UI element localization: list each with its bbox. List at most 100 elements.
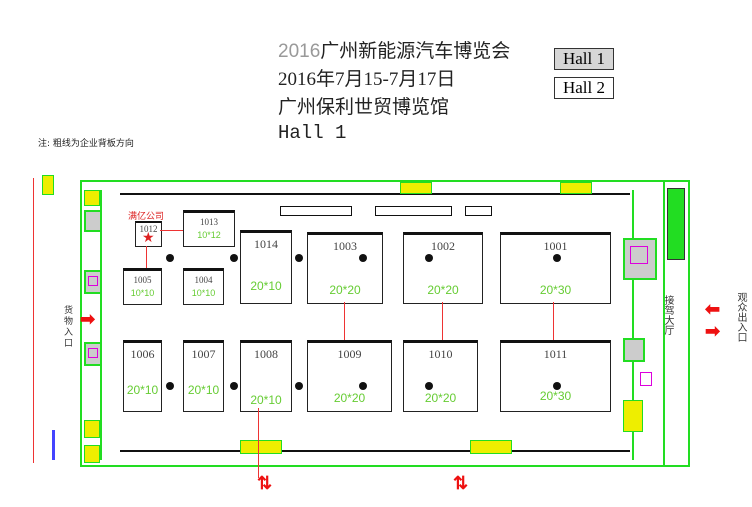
booth-1008[interactable]: 1008 20*10 bbox=[240, 340, 292, 412]
connector bbox=[258, 408, 259, 478]
booth-size: 20*30 bbox=[539, 283, 572, 297]
connector bbox=[442, 302, 443, 340]
outer-road-line bbox=[33, 178, 34, 463]
connector bbox=[553, 302, 554, 340]
hall-wall-left bbox=[80, 180, 82, 467]
booth-1010[interactable]: 1010 20*20 bbox=[403, 340, 478, 412]
booth-1001[interactable]: 1001 20*30 bbox=[500, 232, 611, 304]
title-year: 2016 bbox=[278, 41, 321, 62]
pillar bbox=[359, 382, 367, 390]
booth-id: 1013 bbox=[200, 217, 218, 227]
stairs bbox=[667, 188, 685, 260]
facility-box bbox=[623, 400, 643, 432]
facility-box bbox=[88, 276, 98, 286]
booth-size: 20*20 bbox=[424, 391, 457, 405]
facility-box bbox=[84, 420, 100, 438]
wall-segment bbox=[280, 206, 352, 216]
booth-size: 10*12 bbox=[197, 230, 221, 240]
connector bbox=[146, 246, 147, 268]
facility-box bbox=[84, 445, 100, 463]
booth-id: 1010 bbox=[428, 347, 453, 361]
hall-2-button[interactable]: Hall 2 bbox=[554, 77, 614, 99]
facility-box bbox=[623, 238, 657, 280]
hall-heading: Hall 1 bbox=[278, 122, 347, 144]
pillar bbox=[166, 382, 174, 390]
booth-size: 20*10 bbox=[250, 393, 282, 407]
pillar bbox=[230, 382, 238, 390]
inner-wall-right bbox=[632, 190, 634, 460]
booth-id: 1005 bbox=[133, 275, 152, 285]
booth-id: 1009 bbox=[337, 347, 362, 361]
booth-size: 20*10 bbox=[187, 383, 220, 397]
booth-id: 1003 bbox=[333, 239, 357, 253]
booth-1013[interactable]: 1013 10*12 bbox=[183, 210, 235, 247]
arrow-right-icon: ➡ bbox=[705, 321, 721, 341]
booth-size: 20*20 bbox=[333, 391, 366, 405]
booth-1003[interactable]: 1003 20*20 bbox=[307, 232, 383, 304]
facility-box bbox=[84, 210, 102, 232]
pillar bbox=[295, 254, 303, 262]
pillar bbox=[425, 254, 433, 262]
booth-1006[interactable]: 1006 20*10 bbox=[123, 340, 162, 412]
facility-box bbox=[42, 175, 54, 195]
facility-box bbox=[84, 190, 100, 206]
booth-id: 1014 bbox=[254, 237, 278, 251]
arrow-right-icon: ➡ bbox=[80, 309, 96, 329]
facility-box bbox=[630, 246, 648, 264]
facility-box bbox=[640, 372, 652, 386]
booth-size: 20*30 bbox=[539, 389, 572, 403]
hall-wall-top bbox=[80, 180, 690, 182]
exhibition-venue: 广州保利世贸博览馆 bbox=[278, 97, 450, 118]
arrow-left-icon: ⬅ bbox=[705, 299, 721, 319]
legend-note: 注: 粗线为企业背板方向 bbox=[38, 139, 134, 149]
booth-id: 1008 bbox=[254, 347, 278, 361]
booth-size: 20*20 bbox=[427, 283, 459, 297]
booth-1014[interactable]: 1014 20*10 bbox=[240, 230, 292, 304]
booth-1012[interactable]: 1012 ★ bbox=[135, 221, 162, 247]
company-label: 满亿公司 bbox=[128, 212, 165, 222]
lobby-wall bbox=[663, 180, 665, 467]
exhibition-dates: 2016年7月15-7月17日 bbox=[278, 69, 456, 90]
cargo-entrance-label: 货物入口 bbox=[64, 306, 74, 349]
pillar bbox=[553, 382, 561, 390]
booth-1005[interactable]: 1005 10*10 bbox=[123, 268, 162, 305]
connector bbox=[160, 230, 183, 231]
wall-segment bbox=[375, 206, 452, 216]
booth-id: 1006 bbox=[130, 347, 155, 361]
facility-box bbox=[470, 440, 512, 454]
hall-wall-right bbox=[688, 180, 690, 467]
booth-id: 1011 bbox=[543, 347, 568, 361]
door-marker bbox=[52, 430, 55, 460]
booth-id: 1002 bbox=[431, 239, 455, 253]
exhibition-title: 2016广州新能源汽车博览会 bbox=[278, 36, 510, 63]
booth-id: 1012 bbox=[139, 224, 158, 234]
connector bbox=[344, 302, 345, 340]
booth-1004[interactable]: 1004 10*10 bbox=[183, 268, 224, 305]
booth-1011[interactable]: 1011 20*30 bbox=[500, 340, 611, 412]
hall-1-button[interactable]: Hall 1 bbox=[554, 48, 614, 70]
pillar bbox=[230, 254, 238, 262]
facility-box bbox=[240, 440, 282, 454]
booth-id: 1004 bbox=[194, 275, 213, 285]
pillar bbox=[166, 254, 174, 262]
booth-size: 20*20 bbox=[329, 283, 361, 297]
booth-id: 1001 bbox=[543, 239, 568, 253]
booth-size: 10*10 bbox=[130, 288, 155, 298]
inner-wall-top bbox=[120, 193, 630, 195]
booth-size: 20*10 bbox=[250, 279, 282, 293]
booth-id: 1007 bbox=[191, 347, 216, 361]
facility-box bbox=[560, 182, 592, 194]
booth-size: 20*10 bbox=[126, 383, 159, 397]
pillar bbox=[553, 254, 561, 262]
booth-1002[interactable]: 1002 20*20 bbox=[403, 232, 483, 304]
facility-box bbox=[400, 182, 432, 194]
inner-wall-bottom bbox=[120, 450, 630, 452]
booth-1007[interactable]: 1007 20*10 bbox=[183, 340, 224, 412]
hall-wall-bottom bbox=[80, 465, 690, 467]
booth-size: 10*10 bbox=[191, 288, 216, 298]
pillar bbox=[295, 382, 303, 390]
booth-1009[interactable]: 1009 20*20 bbox=[307, 340, 392, 412]
pillar bbox=[425, 382, 433, 390]
entrance-arrows-icon: ⇅ bbox=[453, 473, 469, 493]
